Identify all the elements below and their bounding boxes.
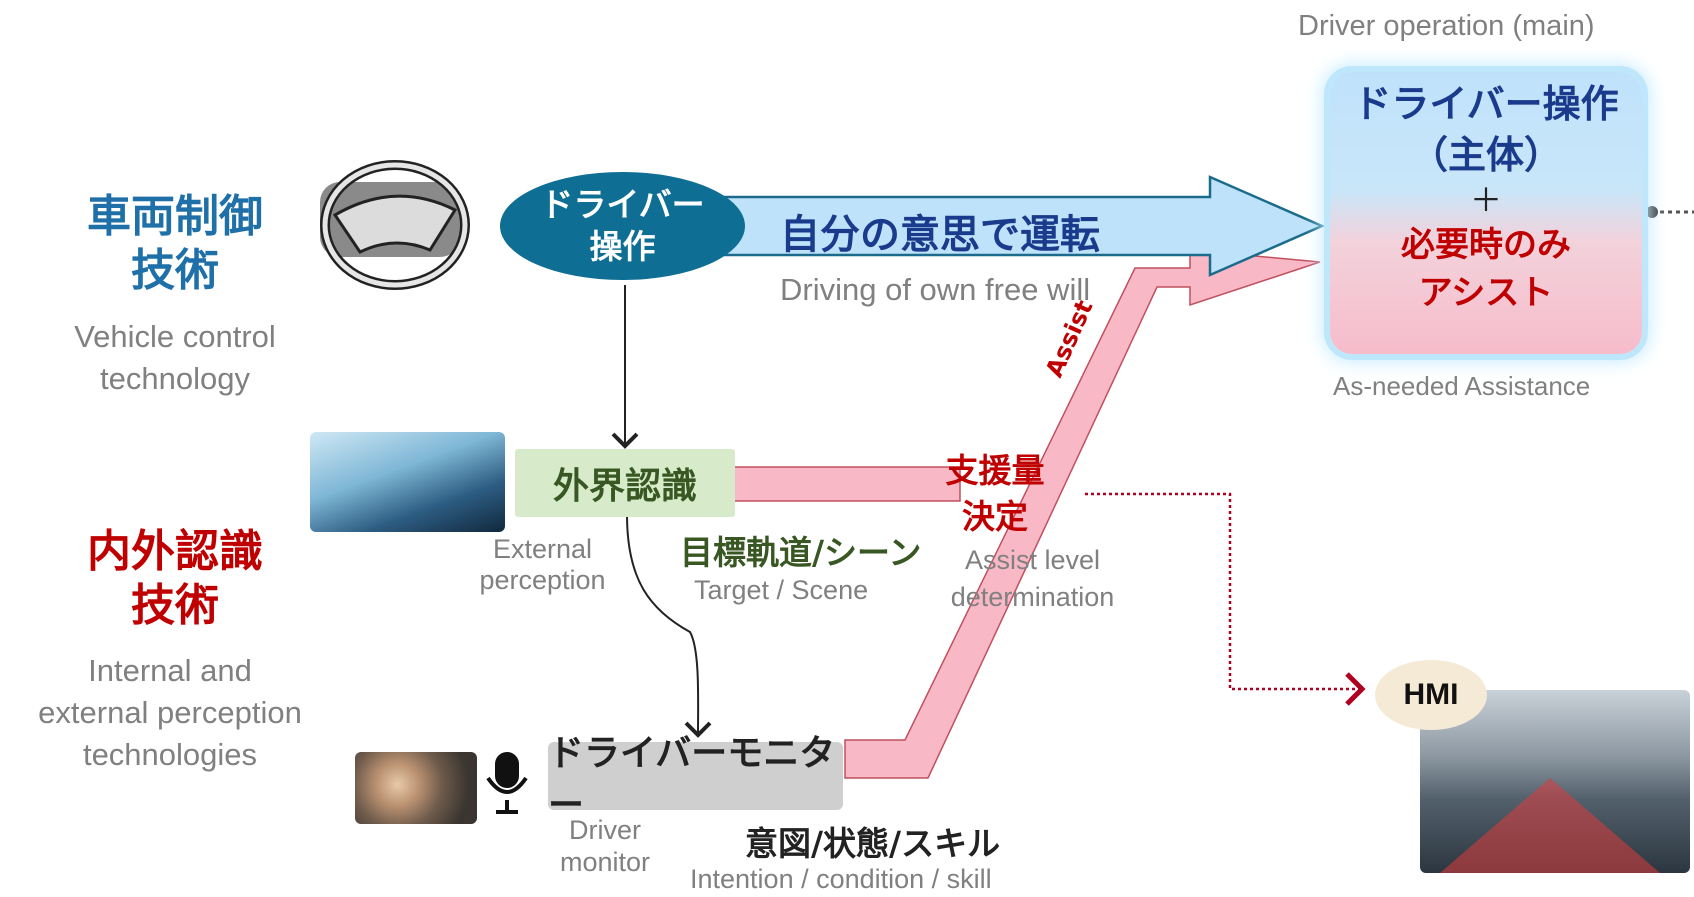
intention-label: 意図/状態/スキル	[745, 824, 1001, 863]
continuation-dot	[1646, 206, 1658, 218]
microphone-icon	[486, 752, 528, 814]
perception-subtitle: Internal and external perception technol…	[38, 653, 302, 772]
steering-wheel-icon	[320, 160, 470, 290]
main-arrow	[688, 175, 1326, 277]
external-perception-sublabel: External perception	[479, 534, 606, 595]
driver-face-photo	[355, 752, 477, 824]
main-arrow-label: 自分の意思で運転	[780, 212, 1100, 258]
perception-title: 内外認識 技術	[87, 526, 263, 631]
road-lane-overlay	[1440, 778, 1660, 873]
hmi-node: HMI	[1375, 660, 1487, 730]
result-line3: 必要時のみ	[1401, 225, 1571, 265]
perception-to-monitor-arrow	[626, 514, 712, 738]
result-line4: アシスト	[1418, 273, 1554, 313]
driver-monitor-sublabel: Driver monitor	[559, 815, 651, 877]
result-box: ドライバー操作 （主体） ＋ 必要時のみ アシスト	[1330, 72, 1642, 354]
target-sublabel: Target / Scene	[694, 575, 869, 605]
perception-band	[729, 466, 961, 502]
target-label: 目標軌道/シーン	[680, 533, 922, 572]
result-line1: ドライバー操作	[1353, 82, 1619, 126]
assist-to-hmi-dotted	[1085, 492, 1366, 706]
result-plus: ＋	[1469, 181, 1502, 219]
assist-level-label: 支援量 決定	[945, 451, 1045, 536]
main-arrow-sublabel: Driving of own free will	[780, 272, 1091, 307]
intention-sublabel: Intention / condition / skill	[690, 864, 992, 894]
driver-monitor-box: ドライバーモニター	[548, 733, 843, 826]
hud-photo	[310, 432, 505, 532]
vehicle-control-subtitle: Vehicle control technology	[74, 319, 276, 396]
as-needed-assistance-label: As-needed Assistance	[1333, 371, 1591, 401]
vehicle-control-title: 車両制御 技術	[87, 191, 263, 296]
assist-band	[844, 249, 1321, 779]
assist-level-sublabel: Assist level determination	[950, 545, 1115, 612]
driver-operation-node: ドライバー 操作	[500, 172, 745, 280]
driver-operation-main-label: Driver operation (main)	[1298, 10, 1595, 42]
external-perception-box: 外界認識	[515, 449, 735, 517]
result-line2: （主体）	[1409, 133, 1562, 177]
